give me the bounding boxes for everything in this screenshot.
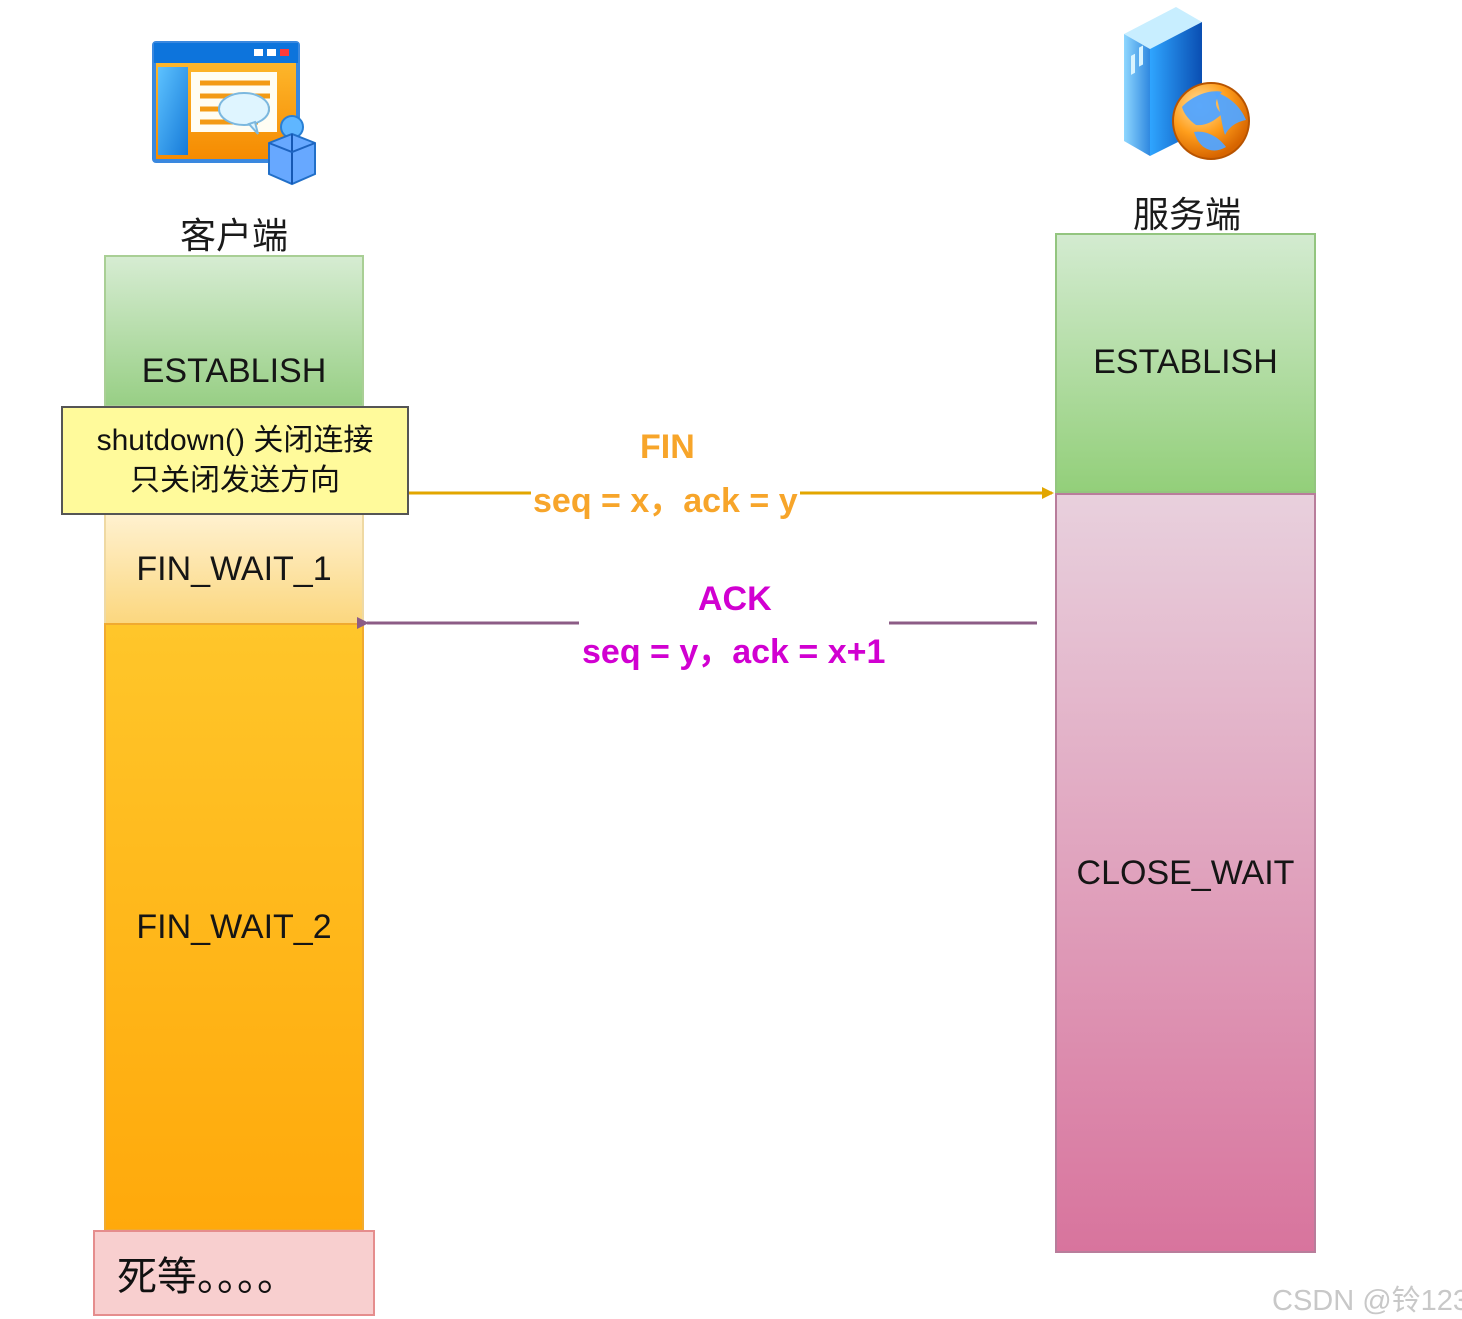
shutdown-note-line1: shutdown() 关闭连接 bbox=[96, 423, 374, 457]
ack-title: ACK bbox=[698, 580, 772, 618]
client-fin-wait-2-state: FIN_WAIT_2 bbox=[104, 623, 364, 1231]
dead-wait-text: 死等。。。。 bbox=[117, 1255, 297, 1299]
ack-detail: seq = y，ack = x+1 bbox=[580, 624, 888, 673]
server-icon bbox=[1110, 0, 1255, 170]
server-close-wait-state: CLOSE_WAIT bbox=[1055, 493, 1316, 1253]
dead-wait-box: 死等。。。。 bbox=[93, 1230, 375, 1316]
shutdown-note: shutdown() 关闭连接 只关闭发送方向 bbox=[61, 406, 409, 515]
client-establish-label: ESTABLISH bbox=[141, 352, 327, 390]
client-label: 客户端 bbox=[180, 215, 289, 256]
client-fin-wait-2-label: FIN_WAIT_2 bbox=[136, 907, 332, 946]
client-fin-wait-1-label: FIN_WAIT_1 bbox=[136, 549, 332, 588]
fin-detail: seq = x，ack = y bbox=[531, 473, 800, 522]
client-icon bbox=[146, 38, 321, 190]
watermark: CSDN @铃123 bbox=[1272, 1285, 1462, 1317]
client-establish-state: ESTABLISH bbox=[104, 255, 364, 407]
fin-title: FIN bbox=[640, 428, 695, 466]
server-close-wait-label: CLOSE_WAIT bbox=[1076, 853, 1295, 892]
server-establish-label: ESTABLISH bbox=[1093, 343, 1278, 381]
server-label: 服务端 bbox=[1133, 194, 1242, 235]
client-fin-wait-1-state: FIN_WAIT_1 bbox=[104, 515, 364, 623]
server-establish-state: ESTABLISH bbox=[1055, 233, 1316, 493]
shutdown-note-line2: 只关闭发送方向 bbox=[130, 463, 340, 497]
